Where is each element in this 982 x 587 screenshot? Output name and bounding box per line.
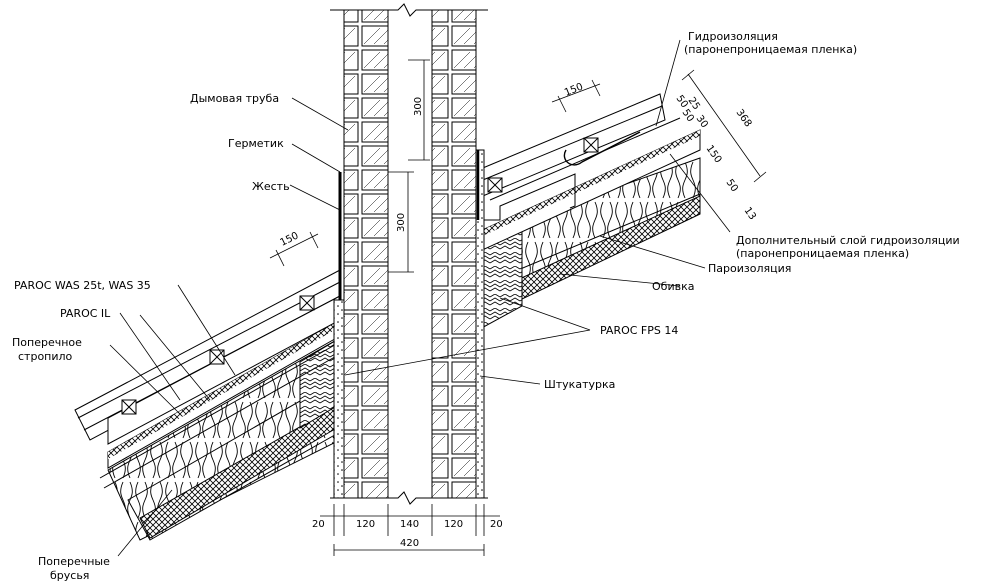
dim-bottom-4: 120 [444, 519, 463, 530]
dim-total: 420 [400, 538, 419, 549]
label-extra-layer-1: Дополнительный слой гидроизоляции [736, 234, 960, 247]
label-paroc-was: PAROC WAS 25t, WAS 35 [14, 279, 151, 292]
dim-150-side: 150 [704, 143, 724, 165]
dim-bottom-1: 20 [312, 519, 325, 530]
label-cross-bars-2: брусья [50, 569, 89, 582]
dim-300-mid: 300 [396, 213, 407, 232]
label-tin: Жесть [252, 180, 290, 193]
label-paroc-fps: PAROC FPS 14 [600, 324, 678, 337]
dim-30: 30 [694, 113, 710, 130]
dimension-lines [269, 59, 767, 556]
dim-300-top: 300 [413, 97, 424, 116]
label-vapor-barrier: Пароизоляция [708, 262, 791, 275]
label-sealant: Герметик [228, 137, 284, 150]
label-cladding: Обивка [652, 280, 694, 293]
dim-13: 13 [742, 205, 758, 222]
label-chimney: Дымовая труба [190, 92, 279, 105]
dim-50c: 50 [724, 177, 740, 194]
chimney-stack [330, 3, 488, 505]
leader-lines [109, 39, 731, 557]
label-waterproof-1: Гидроизоляция [688, 30, 778, 43]
dim-bottom-3: 140 [400, 519, 419, 530]
label-cross-bars-1: Поперечные [38, 555, 110, 568]
dim-150-right: 150 [563, 81, 585, 98]
dim-150-left: 150 [278, 230, 300, 248]
dim-bottom-5: 20 [490, 519, 503, 530]
label-extra-layer-2: (паронепроницаемая пленка) [736, 247, 909, 260]
label-paroc-il: PAROC IL [60, 307, 111, 320]
right-roof-slope [477, 93, 701, 331]
dim-368: 368 [734, 107, 754, 129]
label-waterproof-2: (паронепроницаемая пленка) [684, 43, 857, 56]
annotations: Дымовая труба Герметик Жесть PAROC WAS 2… [12, 30, 960, 582]
dim-bottom-2: 120 [356, 519, 375, 530]
label-cross-rafter-2: стропило [18, 350, 73, 363]
left-roof-slope [74, 269, 341, 541]
label-plaster: Штукатурка [544, 378, 615, 391]
label-cross-rafter-1: Поперечное [12, 336, 82, 349]
